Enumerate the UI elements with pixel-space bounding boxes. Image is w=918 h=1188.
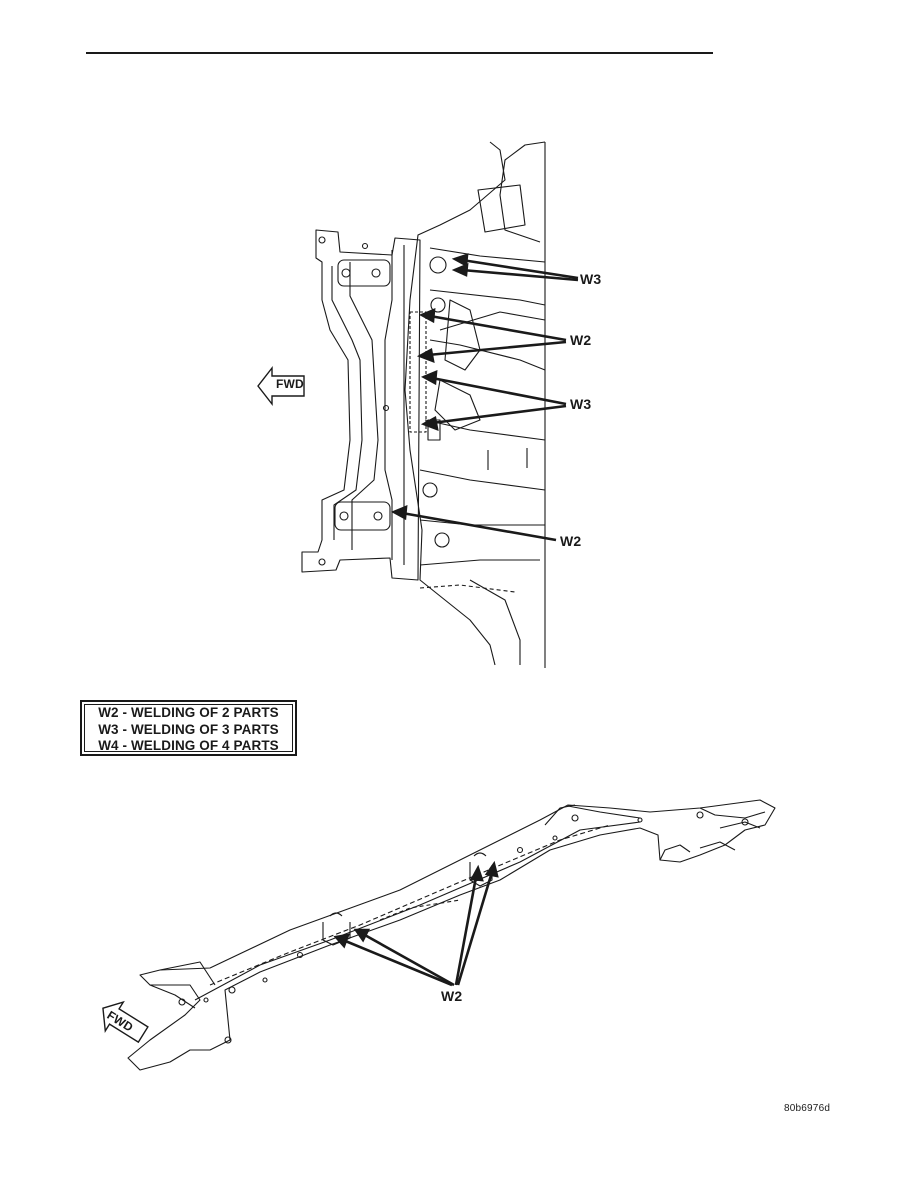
callout-w2-lower: W2 bbox=[560, 533, 582, 549]
callout-w3-upper: W3 bbox=[580, 271, 602, 287]
legend-line-w3: W3 - WELDING OF 3 PARTS bbox=[98, 721, 279, 737]
body-rail bbox=[404, 141, 506, 666]
legend-lines: W2 - WELDING OF 2 PARTS W3 - WELDING OF … bbox=[82, 705, 295, 755]
callout-w3-lower: W3 bbox=[570, 396, 592, 412]
fwd-label-top: FWD bbox=[276, 377, 304, 391]
bottom-figure-drawing bbox=[127, 799, 776, 1071]
legend-inner-border bbox=[84, 704, 293, 752]
weld-legend-box: W2 - WELDING OF 2 PARTS W3 - WELDING OF … bbox=[80, 700, 297, 756]
figure-id: 80b6976d bbox=[784, 1103, 831, 1114]
callout-w2-bottom: W2 bbox=[441, 988, 463, 1004]
legend-line-w2: W2 - WELDING OF 2 PARTS bbox=[98, 705, 279, 720]
lower-bracket bbox=[334, 501, 391, 531]
callout-w2-upper: W2 bbox=[570, 332, 592, 348]
upper-bracket bbox=[337, 259, 391, 287]
fwd-arrow-icon-bottom bbox=[102, 1000, 149, 1044]
frame-rail-outline bbox=[127, 799, 776, 1071]
fwd-arrow-icon-top bbox=[257, 365, 305, 407]
legend-line-w4: W4 - WELDING OF 4 PARTS bbox=[98, 738, 279, 753]
header-rule bbox=[86, 52, 713, 54]
crossmember-outline bbox=[301, 229, 421, 581]
